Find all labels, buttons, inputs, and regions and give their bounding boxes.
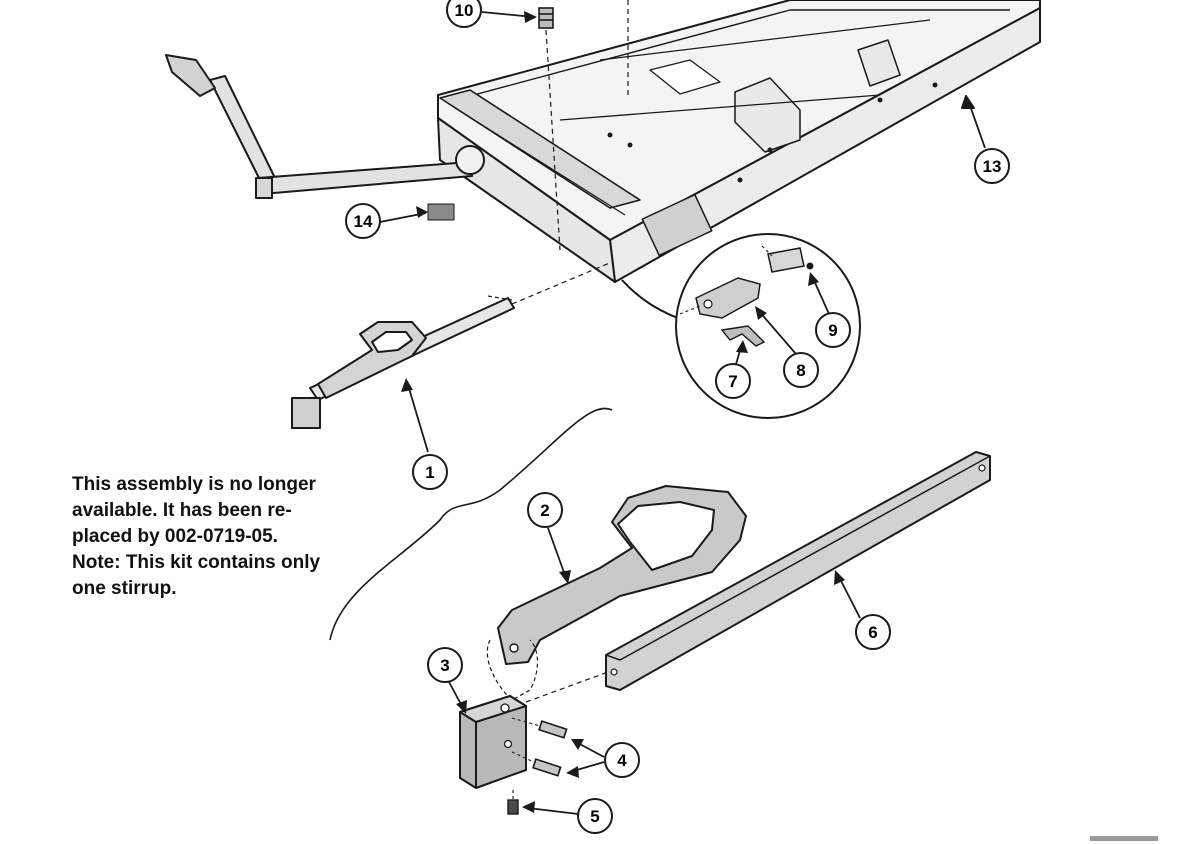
dashed-axis-2 [525, 671, 609, 703]
arrowhead-4b [566, 766, 579, 778]
note-line-2: available. It has been re- [72, 500, 292, 521]
note-line-5: one stirrup. [72, 578, 177, 599]
replacement-note: This assembly is no longer available. It… [72, 472, 372, 602]
callout-label-3: 3 [440, 656, 449, 675]
callout-label-5: 5 [590, 807, 599, 826]
label-plate-14 [427, 203, 455, 221]
arrowhead-14 [416, 206, 428, 218]
clip-7 [720, 325, 766, 347]
watermark-mark [1090, 836, 1158, 841]
callout-label-10: 10 [455, 1, 474, 20]
frame-holes [607, 82, 938, 183]
dashed-axis-small [511, 261, 613, 305]
callout-label-6: 6 [868, 623, 877, 642]
dashed-pin-axis-2 [511, 751, 535, 763]
latch-8 [695, 277, 761, 319]
frame-inner-ledge [469, 9, 1010, 97]
leader-1 [407, 384, 429, 453]
callout-7: 7 [715, 363, 751, 399]
callout-9: 9 [815, 312, 851, 348]
arrowhead-2 [559, 570, 571, 584]
handle-arm [209, 75, 276, 185]
arrowhead-9 [808, 272, 819, 286]
plate-9 [767, 247, 805, 273]
arrowhead-5 [522, 801, 535, 813]
crank-handle [165, 54, 485, 199]
assembly-brace [329, 407, 613, 641]
callout-6: 6 [855, 614, 891, 650]
callout-10: 10 [446, 0, 482, 28]
center-line-10 [545, 29, 561, 251]
arrowhead-6 [834, 570, 845, 585]
leader-6 [837, 574, 861, 619]
knob-10 [538, 7, 554, 29]
handle-rod [257, 161, 473, 195]
callout-label-13: 13 [983, 157, 1002, 176]
handle-end-block [255, 177, 273, 199]
frame-bracket-left [734, 77, 801, 153]
callout-1: 1 [412, 454, 448, 490]
handle-hub [455, 145, 485, 175]
frame-bracket-right [857, 39, 901, 87]
frame-rail-slot [454, 107, 626, 216]
callout-label-2: 2 [540, 501, 549, 520]
arrowhead-3 [456, 700, 467, 714]
callout-label-8: 8 [796, 361, 805, 380]
set-screw-5 [507, 799, 519, 815]
stirrup-2 [497, 485, 747, 665]
block-3 [459, 695, 527, 789]
small-block [291, 397, 321, 429]
frame-inner-beam-2 [559, 94, 881, 121]
arrowhead-1 [401, 378, 413, 392]
callout-14: 14 [345, 203, 381, 239]
handle-grip [165, 54, 216, 97]
pins-4 [532, 720, 568, 777]
callout-4: 4 [604, 742, 640, 778]
arrowhead-8 [755, 306, 767, 320]
callout-2: 2 [527, 492, 563, 528]
screw-9 [806, 262, 814, 270]
callout-8: 8 [783, 352, 819, 388]
latch-8-hole [703, 299, 713, 309]
leader-8 [757, 309, 797, 355]
arrowhead-4a [571, 739, 584, 750]
dashed-pin-axis [511, 717, 541, 727]
leader-2 [547, 527, 567, 579]
callout-label-1: 1 [425, 463, 434, 482]
arrowhead-13 [961, 95, 975, 109]
note-line-1: This assembly is no longer [72, 474, 316, 495]
frame-cutout [649, 59, 721, 95]
dashed-pivot-outline [486, 639, 539, 701]
callout-3: 3 [427, 647, 463, 683]
stirrup-assembly-small [291, 297, 515, 429]
callout-13: 13 [974, 148, 1010, 184]
note-line-3: placed by 002-0719-05. [72, 526, 278, 547]
frame-inner-beam [599, 19, 931, 61]
callout-label-14: 14 [354, 212, 373, 231]
callout-label-4: 4 [617, 751, 627, 770]
callout-5: 5 [577, 798, 613, 834]
small-stirrup-hole [371, 331, 413, 353]
arrowhead-7 [736, 340, 748, 353]
note-line-4: Note: This kit contains only [72, 552, 321, 573]
arrowhead-10 [524, 11, 537, 23]
frame-cross-rail [439, 89, 641, 209]
leader-5 [527, 807, 579, 815]
bar-6 [605, 451, 991, 691]
callout-label-7: 7 [728, 372, 737, 391]
detail-dash-2 [761, 245, 773, 257]
frame-end-plate [641, 193, 713, 257]
callout-label-9: 9 [828, 321, 837, 340]
